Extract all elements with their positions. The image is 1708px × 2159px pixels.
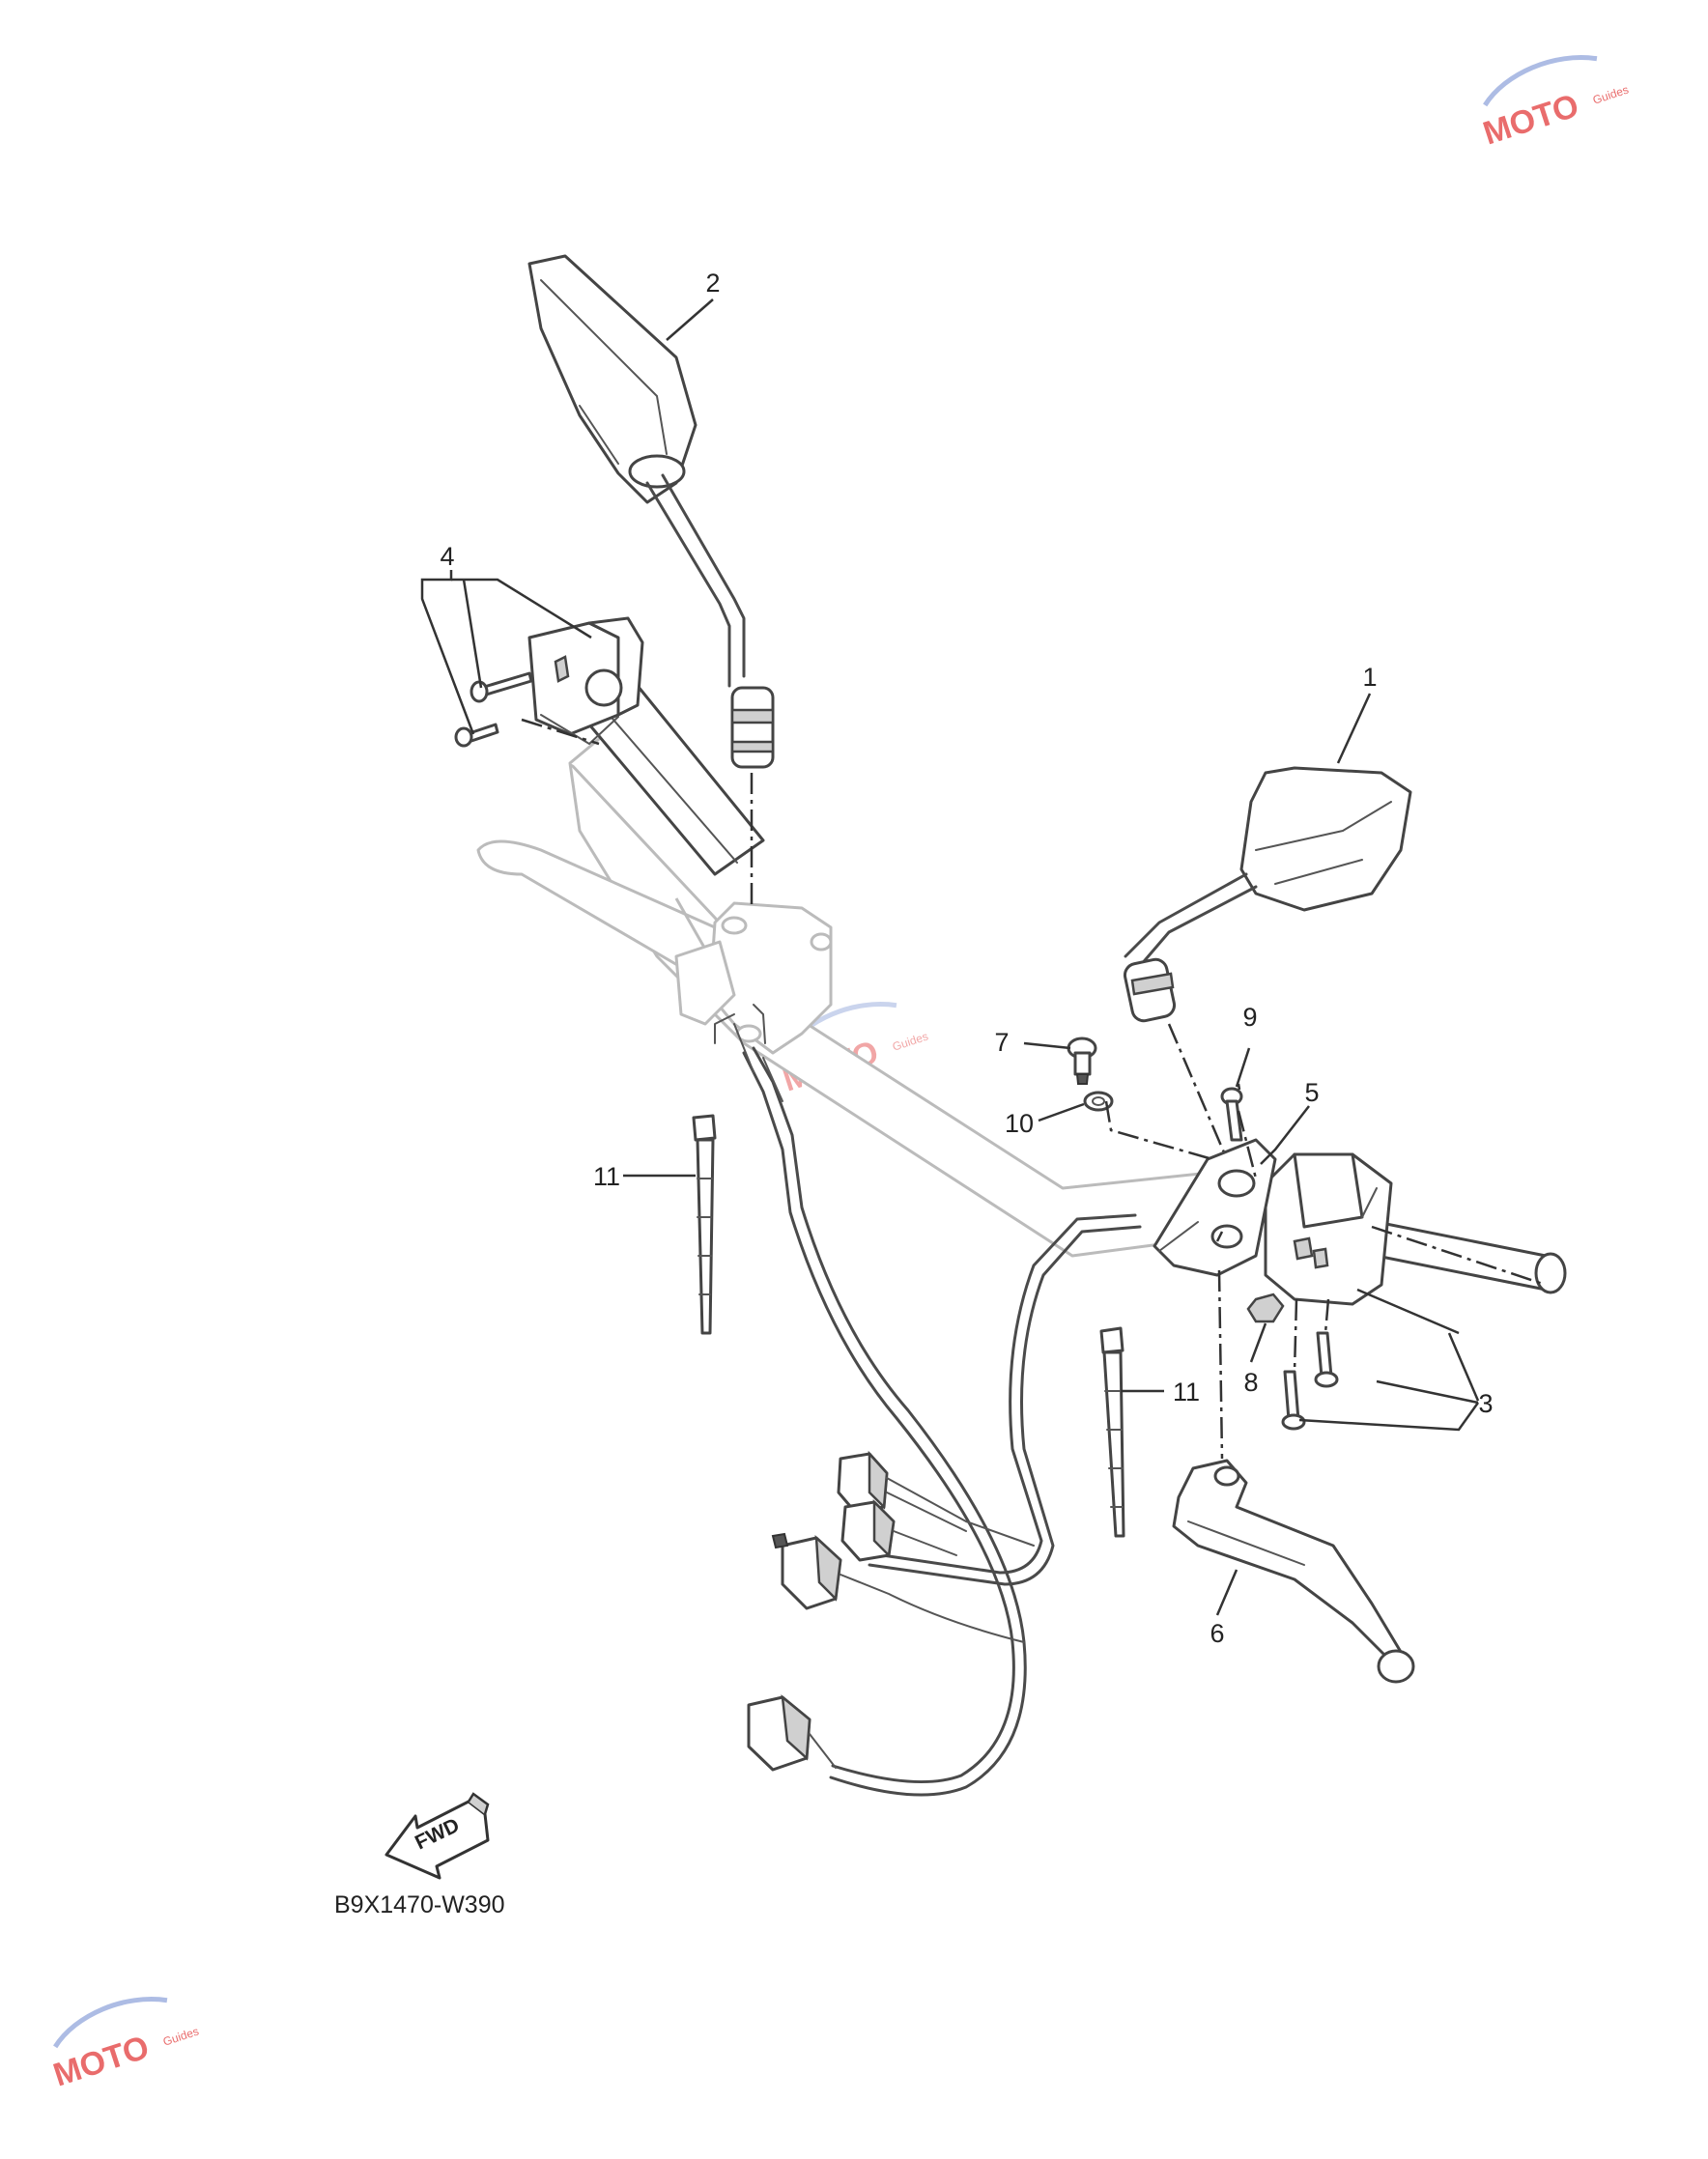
svg-text:MOTO: MOTO	[49, 2029, 154, 2093]
nut-8	[1246, 1293, 1285, 1323]
dash-right-switch-2	[1324, 1298, 1330, 1334]
right-switch-screw-upper	[1314, 1331, 1339, 1388]
callout-2: 2	[705, 269, 720, 298]
callout-6: 6	[1210, 1619, 1224, 1648]
svg-text:Guides: Guides	[161, 2025, 200, 2049]
diagram-code: B9X1470-W390	[334, 1891, 505, 1918]
bolt-9	[1220, 1087, 1243, 1142]
connector-2	[840, 1498, 957, 1562]
switch-screw-lower	[454, 723, 499, 748]
watermark-bottom-left: MOTO Guides	[49, 1997, 200, 2094]
callout-7: 7	[994, 1028, 1009, 1057]
callout-8: 8	[1243, 1368, 1258, 1397]
svg-text:Guides: Guides	[891, 1030, 929, 1054]
switch-screw-upper	[470, 671, 533, 703]
callout-1: 1	[1362, 663, 1377, 692]
dash-bolt-7	[1104, 1100, 1213, 1161]
callout-4: 4	[440, 542, 454, 571]
svg-text:MOTO: MOTO	[1479, 87, 1583, 152]
dash-grip	[1371, 1225, 1547, 1287]
leader-lines	[420, 298, 1480, 1616]
watermark-top-right: MOTO Guides	[1479, 55, 1630, 153]
callout-11-right: 11	[1173, 1378, 1200, 1406]
wiring-harness	[714, 1004, 1142, 1797]
connector-4	[747, 1694, 837, 1772]
left-mirror	[527, 254, 775, 769]
connector-3	[771, 1532, 1025, 1643]
dash-right-mirror	[1167, 1023, 1229, 1160]
callout-11-left: 11	[593, 1162, 620, 1191]
lever-holder	[1153, 1138, 1277, 1277]
dash-lever	[1217, 1269, 1224, 1460]
dash-right-switch-1	[1293, 1298, 1298, 1373]
callout-10: 10	[1005, 1109, 1034, 1138]
clutch-lever	[1172, 1459, 1415, 1684]
callout-3: 3	[1478, 1389, 1493, 1418]
right-switch-screw-lower	[1281, 1370, 1306, 1431]
fwd-arrow: FWD	[384, 1792, 490, 1880]
cable-tie-right	[1099, 1326, 1125, 1538]
dash-left-switch	[521, 718, 600, 746]
bolt-7	[1067, 1037, 1097, 1085]
svg-text:Guides: Guides	[1591, 83, 1630, 107]
right-handlebar-switch	[1264, 1152, 1393, 1306]
right-mirror	[1123, 766, 1412, 1023]
connector-1	[837, 1450, 1035, 1547]
cable-tie-left	[692, 1114, 717, 1335]
callout-9: 9	[1242, 1003, 1257, 1032]
left-perch	[674, 901, 833, 1055]
left-handlebar-switch	[527, 616, 644, 745]
dash-bolt-9	[1237, 1110, 1258, 1179]
callout-5: 5	[1304, 1078, 1319, 1107]
washer-10	[1083, 1091, 1114, 1112]
